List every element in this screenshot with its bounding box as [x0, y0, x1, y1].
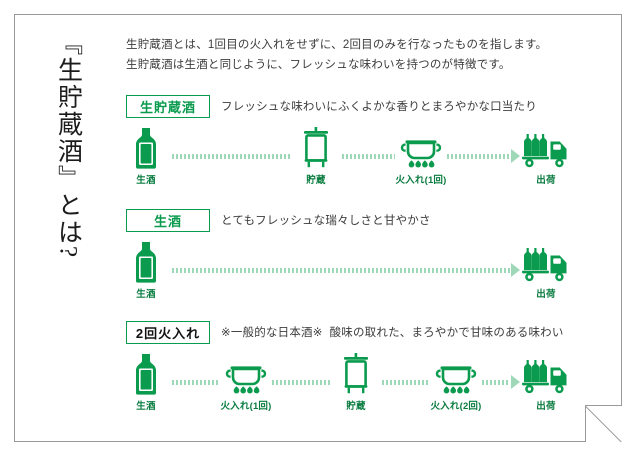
intro-line-2: 生貯蔵酒は生酒と同じように、フレッシュな味わいを持つのが特徴です。: [126, 59, 511, 72]
process-stage: 出荷: [514, 126, 578, 186]
stage-label: 貯蔵: [306, 175, 326, 186]
stage-label: 火入れ(1回): [220, 401, 272, 412]
shipping-truck-icon: [520, 352, 572, 396]
process-row: 生貯蔵酒フレッシュな味わいにふくよかな香りとまろやかな口当たり 生酒 貯蔵 火入…: [126, 94, 596, 188]
row-description: フレッシュな味わいにふくよかな香りとまろやかな口当たり: [221, 98, 537, 114]
process-stage: 出荷: [514, 352, 578, 412]
dotted-line: [272, 379, 330, 385]
dotted-line: [172, 379, 220, 385]
stage-label: 出荷: [536, 175, 556, 186]
flow-connector-arrow: [447, 149, 520, 163]
process-stage: 生酒: [114, 240, 178, 300]
process-stage: 生酒: [114, 126, 178, 186]
shipping-truck-icon: [520, 126, 572, 170]
stage-label: 出荷: [536, 289, 556, 300]
bottle-filled-icon: [131, 126, 161, 170]
process-flow: 生酒 火入れ(1回) 貯蔵 火入れ(2回) 出荷: [126, 352, 596, 414]
bottle-filled-icon: [131, 352, 161, 396]
dotted-line: [172, 267, 510, 273]
stage-label: 生酒: [136, 289, 156, 300]
process-stage: 火入れ(2回): [424, 352, 488, 412]
dotted-line: [482, 379, 510, 385]
heating-pot-icon: [435, 352, 477, 396]
stage-label: 火入れ(2回): [430, 401, 482, 412]
flow-connector-arrow: [482, 375, 520, 389]
process-stage: 火入れ(1回): [214, 352, 278, 412]
row-description-text: とてもフレッシュな瑞々しさと甘やかさ: [221, 215, 431, 227]
arrowhead-icon: [511, 263, 520, 277]
arrowhead-icon: [511, 149, 520, 163]
flow-connector: [172, 378, 220, 386]
process-stage: 火入れ(1回): [389, 126, 453, 186]
row-header: 生貯蔵酒フレッシュな味わいにふくよかな香りとまろやかな口当たり: [126, 94, 596, 118]
row-header: 2回火入れ ※一般的な日本酒※ 酸味の取れた、まろやかで甘味のある味わい: [126, 320, 596, 344]
process-stage: 出荷: [514, 240, 578, 300]
stage-label: 貯蔵: [346, 401, 366, 412]
flow-connector: [382, 378, 430, 386]
row-header: 生酒とてもフレッシュな瑞々しさと甘やかさ: [126, 208, 596, 232]
row-description-text: フレッシュな味わいにふくよかな香りとまろやかな口当たり: [221, 101, 537, 113]
flow-connector: [342, 152, 395, 160]
flow-connector: [272, 378, 330, 386]
process-stage: 貯蔵: [324, 352, 388, 412]
shipping-truck-icon: [520, 240, 572, 284]
process-row: 生酒とてもフレッシュな瑞々しさと甘やかさ 生酒 出荷: [126, 208, 596, 302]
stage-label: 出荷: [536, 401, 556, 412]
intro-line-1: 生貯蔵酒とは、1回目の火入れをせずに、2回目のみを行なったものを指します。: [126, 39, 548, 51]
storage-tank-icon: [338, 352, 374, 396]
arrowhead-icon: [511, 375, 520, 389]
process-flow: 生酒 貯蔵 火入れ(1回) 出荷: [126, 126, 596, 188]
dotted-line: [382, 379, 430, 385]
stage-label: 生酒: [136, 401, 156, 412]
heating-pot-icon: [225, 352, 267, 396]
process-stage: 生酒: [114, 352, 178, 412]
stage-label: 生酒: [136, 175, 156, 186]
page-frame: [14, 14, 622, 442]
page-title: 『生貯蔵酒』とは?: [54, 30, 82, 260]
dotted-line: [172, 153, 290, 159]
flow-connector: [172, 152, 290, 160]
row-note: ※一般的な日本酒※: [221, 327, 323, 339]
dotted-line: [342, 153, 395, 159]
row-tag-badge: 2回火入れ: [126, 320, 210, 344]
bottle-filled-icon: [131, 240, 161, 284]
process-flow: 生酒 出荷: [126, 240, 596, 302]
storage-tank-icon: [298, 126, 334, 170]
stage-label: 火入れ(1回): [395, 175, 447, 186]
dotted-line: [447, 153, 510, 159]
row-description: とてもフレッシュな瑞々しさと甘やかさ: [221, 212, 431, 228]
row-description: ※一般的な日本酒※ 酸味の取れた、まろやかで甘味のある味わい: [221, 324, 564, 340]
intro-paragraph: 生貯蔵酒とは、1回目の火入れをせずに、2回目のみを行なったものを指します。 生貯…: [126, 35, 596, 75]
flow-connector-arrow: [172, 263, 520, 277]
row-description-text: 酸味の取れた、まろやかで甘味のある味わい: [329, 327, 564, 339]
process-row: 2回火入れ ※一般的な日本酒※ 酸味の取れた、まろやかで甘味のある味わい 生酒 火入…: [126, 320, 596, 414]
heating-pot-icon: [400, 126, 442, 170]
process-stage: 貯蔵: [284, 126, 348, 186]
row-tag-badge: 生貯蔵酒: [126, 94, 210, 118]
row-tag-badge: 生酒: [126, 208, 210, 232]
